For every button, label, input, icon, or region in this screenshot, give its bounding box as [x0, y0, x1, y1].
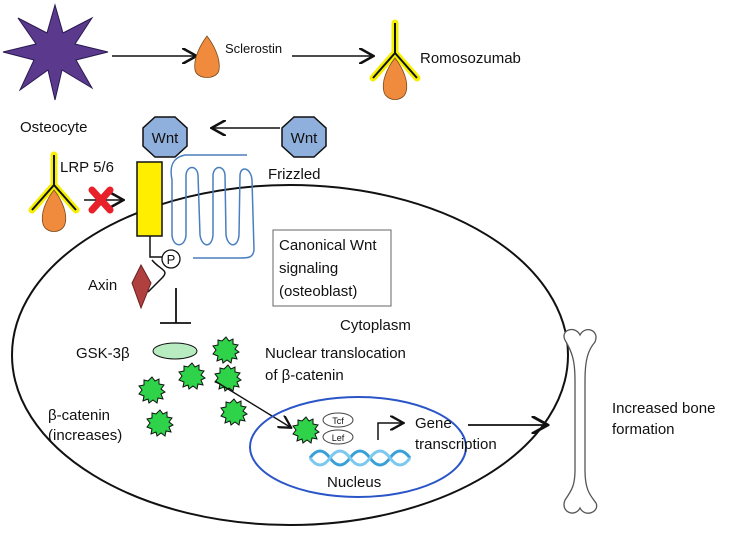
- catenin-label-2: (increases): [48, 427, 122, 444]
- beta-catenin-icon: [178, 362, 206, 390]
- sclerostin-label: Sclerostin: [225, 41, 282, 56]
- box-line-2: signaling: [279, 260, 338, 277]
- canonical-wnt-box: [272, 229, 392, 307]
- gsk-icon: [152, 342, 198, 360]
- axin-icon: [131, 263, 152, 310]
- bone-icon: [563, 328, 598, 514]
- bone-label-2: formation: [612, 421, 675, 438]
- svg-text:Wnt: Wnt: [291, 130, 319, 147]
- lef-label: Lef: [332, 433, 345, 443]
- box-line-3: (osteoblast): [279, 283, 357, 300]
- catenin-label-1: β-catenin: [48, 407, 110, 424]
- translocation-label-2: of β-catenin: [265, 367, 344, 384]
- cell-membrane: [11, 184, 569, 526]
- cytoplasm-label: Cytoplasm: [340, 317, 411, 334]
- gsk-label: GSK-3β: [76, 345, 130, 362]
- lrp-label: LRP 5/6: [60, 159, 114, 176]
- beta-catenin-icon: [212, 336, 240, 364]
- osteocyte-label: Osteocyte: [20, 119, 88, 136]
- svg-text:Wnt: Wnt: [152, 130, 180, 147]
- wnt-bound: Wnt: [142, 116, 188, 158]
- dna-icon: [308, 449, 412, 467]
- phosphate-label: P: [167, 252, 176, 267]
- frizzled-label: Frizzled: [268, 166, 321, 183]
- blocked-x-icon: [88, 186, 114, 214]
- lef-icon: [322, 429, 354, 445]
- beta-catenin-icon: [220, 398, 248, 426]
- romosozumab-antibody-icon: [373, 23, 417, 100]
- translocation-arrow: [214, 380, 290, 427]
- bone-label-1: Increased bone: [612, 400, 715, 417]
- tcf-icon: [322, 412, 354, 428]
- translocation-label-1: Nuclear translocation: [265, 345, 406, 362]
- nucleus-membrane: [249, 396, 467, 498]
- axin-label: Axin: [88, 277, 117, 294]
- romosozumab-label: Romosozumab: [420, 50, 521, 67]
- linker: [147, 236, 166, 293]
- osteocyte-icon: [2, 3, 109, 101]
- frizzled-receptor: [170, 154, 255, 259]
- lrp-receptor: [136, 161, 163, 237]
- wnt-free: Wnt: [281, 116, 327, 158]
- gene-label-1: Gene: [415, 415, 452, 432]
- gene-label-2: transcription: [415, 436, 497, 453]
- beta-catenin-icon: [138, 376, 166, 404]
- nuclear-beta-catenin-icon: [292, 416, 320, 444]
- box-line-1: Canonical Wnt: [279, 237, 377, 254]
- beta-catenin-icon: [214, 364, 242, 392]
- nucleus-label: Nucleus: [327, 474, 381, 491]
- sclerostin-icon: [194, 35, 220, 78]
- beta-catenin-icon: [146, 409, 174, 437]
- phosphate-icon: [161, 249, 181, 269]
- transcription-arrow: [377, 423, 402, 440]
- tcf-label: Tcf: [332, 416, 344, 426]
